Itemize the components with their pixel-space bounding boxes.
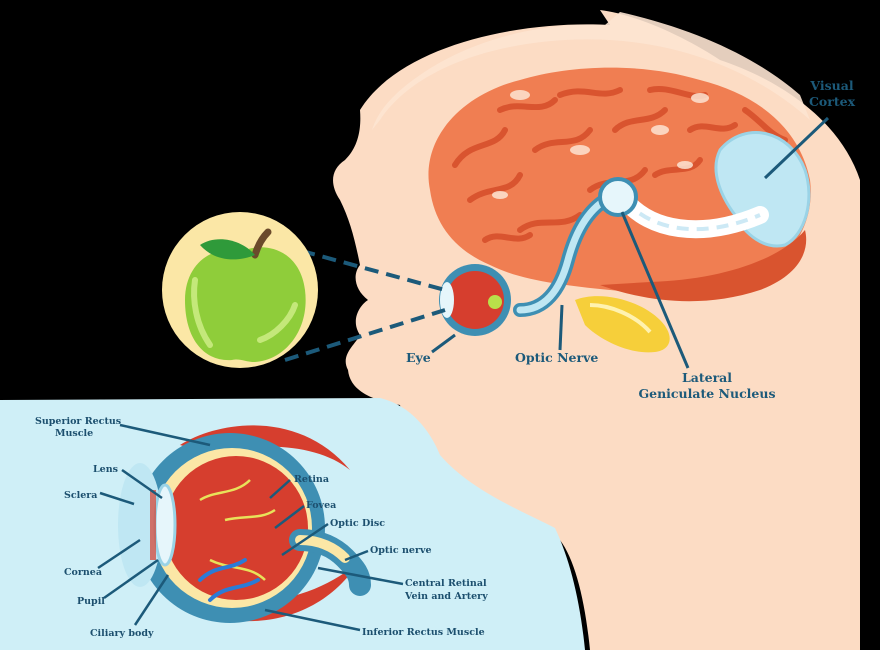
svg-text:Lateral: Lateral bbox=[682, 370, 732, 385]
svg-text:Ciliary body: Ciliary body bbox=[90, 628, 154, 639]
svg-text:Sclera: Sclera bbox=[64, 490, 97, 501]
apple-illustration bbox=[162, 212, 318, 368]
svg-text:Fovea: Fovea bbox=[306, 500, 336, 511]
head-eye bbox=[439, 264, 511, 336]
svg-text:Optic Nerve: Optic Nerve bbox=[515, 350, 598, 365]
svg-text:Inferior Rectus Muscle: Inferior Rectus Muscle bbox=[362, 627, 485, 638]
svg-text:Superior Rectus: Superior Rectus bbox=[35, 416, 121, 427]
visual-cortex-label-line1: Visual bbox=[809, 78, 853, 93]
svg-text:Pupil: Pupil bbox=[77, 596, 105, 607]
svg-text:Lens: Lens bbox=[93, 464, 118, 475]
svg-text:Central Retinal: Central Retinal bbox=[405, 578, 487, 589]
svg-text:Cornea: Cornea bbox=[64, 567, 102, 578]
svg-text:Vein and Artery: Vein and Artery bbox=[404, 591, 488, 602]
svg-text:Retina: Retina bbox=[294, 474, 329, 485]
svg-text:Muscle: Muscle bbox=[55, 428, 93, 439]
detail-lens bbox=[155, 485, 175, 565]
visual-cortex-label-line2: Cortex bbox=[809, 94, 856, 109]
svg-text:Geniculate Nucleus: Geniculate Nucleus bbox=[638, 386, 775, 401]
svg-text:Eye: Eye bbox=[406, 350, 431, 365]
svg-text:Optic nerve: Optic nerve bbox=[370, 545, 432, 556]
lateral-geniculate-nucleus bbox=[600, 179, 636, 215]
svg-text:Optic Disc: Optic Disc bbox=[330, 518, 385, 529]
